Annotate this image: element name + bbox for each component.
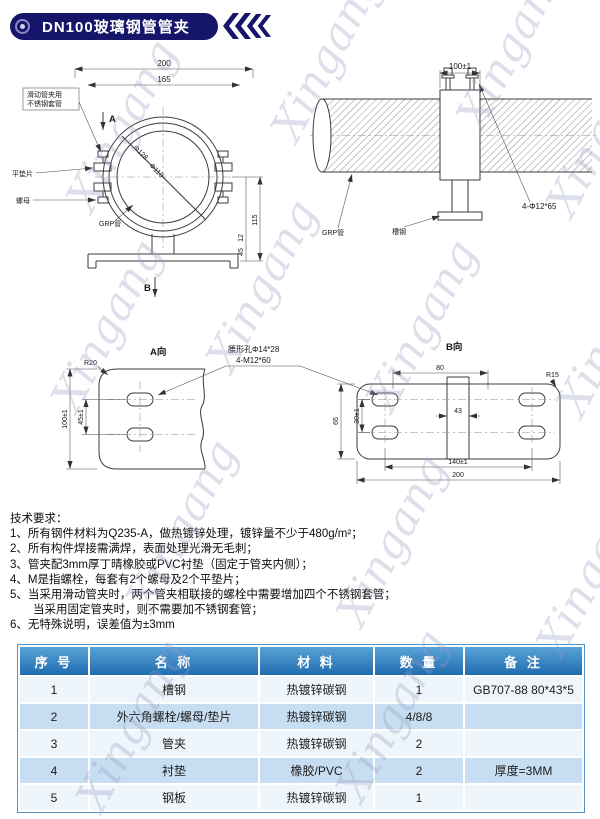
dim-r15: R15 xyxy=(546,372,559,379)
tech-requirements: 技术要求： 1、所有钢件材料为Q235-A，做热镀锌处理，镀锌量不少于480g/… xyxy=(10,512,396,634)
callout-sleeve-line1: 滑动管夹用 xyxy=(27,90,62,99)
col-header-qty: 数 量 xyxy=(373,645,465,677)
label-washer: 平垫片 xyxy=(12,169,33,178)
side-view-dimensions: 100±1 4-Φ12*65 GRP管 槽钢 xyxy=(322,62,557,237)
label-bolts: 4-Φ12*65 xyxy=(522,202,557,211)
cell-material: 热镀锌碳钢 xyxy=(258,675,375,704)
hole-note: 腰形孔Φ14*28 4-M12*60 xyxy=(157,345,379,396)
table-row: 4 衬垫 橡胶/PVC 2 厚度=3MM xyxy=(18,756,584,785)
dim-100-a: 100±1 xyxy=(62,409,69,429)
section-arrow-a: A xyxy=(109,114,116,125)
cell-remark xyxy=(463,729,584,758)
cell-name: 槽钢 xyxy=(88,675,260,704)
header: DN100玻璃钢管管夹 xyxy=(10,13,281,40)
cell-material: 热镀锌碳钢 xyxy=(258,729,375,758)
page-title: DN100玻璃钢管管夹 xyxy=(42,19,190,36)
cell-seq: 1 xyxy=(18,675,90,704)
label-grp-pipe-side: GRP管 xyxy=(322,228,344,237)
cell-remark: 厚度=3MM xyxy=(463,756,584,785)
tech-item: 5、当采用滑动管夹时，两个管夹相联接的螺栓中需要增加四个不锈钢套管； xyxy=(10,589,396,602)
cell-qty: 2 xyxy=(373,729,465,758)
tech-item: 1、所有钢件材料为Q235-A，做热镀锌处理，镀锌量不少于480g/m²； xyxy=(10,528,363,541)
col-header-material: 材 料 xyxy=(258,645,375,677)
table-row: 3 管夹 热镀锌碳钢 2 xyxy=(18,729,584,758)
dim-165: 165 xyxy=(157,75,171,84)
cell-name: 外六角螺栓/螺母/垫片 xyxy=(88,702,260,731)
cell-name: 钢板 xyxy=(88,783,260,812)
cell-material: 热镀锌碳钢 xyxy=(258,783,375,812)
dim-80: 80 xyxy=(436,365,444,372)
col-header-seq: 序 号 xyxy=(18,645,90,677)
front-view-dimensions: 200 165 A B 滑动管夹用 不锈钢套管 平垫片 螺母 GRP管 Φ128… xyxy=(12,59,263,297)
tech-item-continuation: 当采用固定管夹时，则不需要加不锈钢套管； xyxy=(33,604,263,617)
dim-r20: R20 xyxy=(84,360,97,367)
label-grp-pipe-front: GRP管 xyxy=(99,219,121,228)
parts-table: 序 号 名 称 材 料 数 量 备 注 1 槽钢 热镀锌碳钢 1 GB707-8… xyxy=(18,645,584,812)
table-row: 2 外六角螺栓/螺母/垫片 热镀锌碳钢 4/8/8 xyxy=(18,702,584,731)
cell-seq: 3 xyxy=(18,729,90,758)
view-b: B向 xyxy=(356,341,561,460)
col-header-remark: 备 注 xyxy=(463,645,584,677)
technical-drawing: 200 165 A B 滑动管夹用 不锈钢套管 平垫片 螺母 GRP管 Φ128… xyxy=(12,59,598,484)
tech-item: 4、M是指螺栓，每套有2个螺母及2个平垫片； xyxy=(10,573,246,586)
logo-icon-dot xyxy=(20,24,25,29)
table-row: 1 槽钢 热镀锌碳钢 1 GB707-88 80*43*5 xyxy=(18,675,584,704)
tech-item: 2、所有构件焊接需满焊，表面处理光滑无毛刺； xyxy=(10,543,258,556)
view-a-title: A向 xyxy=(150,346,166,358)
callout-sleeve-line2: 不锈钢套管 xyxy=(27,99,62,108)
tech-item: 6、无特殊说明，误差值为±3mm xyxy=(10,619,175,632)
table-row: 5 钢板 热镀锌碳钢 1 xyxy=(18,783,584,812)
cell-qty: 2 xyxy=(373,756,465,785)
cell-qty: 4/8/8 xyxy=(373,702,465,731)
dim-12: 12 xyxy=(238,234,245,242)
cell-seq: 5 xyxy=(18,783,90,812)
dim-30: 30±1 xyxy=(354,408,361,424)
tech-title: 技术要求： xyxy=(10,513,68,525)
cell-remark xyxy=(463,702,584,731)
side-view xyxy=(310,67,598,221)
cell-name: 衬垫 xyxy=(88,756,260,785)
dim-45-a: 45±1 xyxy=(78,409,85,425)
dim-200-b: 200 xyxy=(452,472,464,479)
cell-qty: 1 xyxy=(373,675,465,704)
hole-note-line1: 腰形孔Φ14*28 xyxy=(228,345,280,354)
cell-name: 管夹 xyxy=(88,729,260,758)
logo-icon xyxy=(15,19,30,34)
front-view xyxy=(87,107,239,269)
label-nut: 螺母 xyxy=(16,196,30,205)
cell-remark: GB707-88 80*43*5 xyxy=(463,675,584,704)
cell-qty: 1 xyxy=(373,783,465,812)
cell-remark xyxy=(463,783,584,812)
header-chevrons-icon xyxy=(222,13,271,39)
label-channel: 槽钢 xyxy=(392,227,406,236)
cell-material: 橡胶/PVC xyxy=(258,756,375,785)
cell-seq: 2 xyxy=(18,702,90,731)
table-header-row: 序 号 名 称 材 料 数 量 备 注 xyxy=(18,645,584,677)
cell-material: 热镀锌碳钢 xyxy=(258,702,375,731)
view-a: A向 R20 100±1 45±1 xyxy=(62,346,206,470)
view-b-title: B向 xyxy=(446,341,462,353)
hole-note-line2: 4-M12*60 xyxy=(236,356,271,365)
dim-45: 45 xyxy=(238,248,245,256)
view-b-dimensions: 80 R15 65 30±1 43 140±1 200 xyxy=(333,365,561,484)
dim-65: 65 xyxy=(333,417,340,425)
title-banner: DN100玻璃钢管管夹 xyxy=(10,13,218,40)
cell-seq: 4 xyxy=(18,756,90,785)
dim-140: 140±1 xyxy=(448,459,468,466)
dim-100-side: 100±1 xyxy=(449,62,472,71)
parts-table-wrap: 序 号 名 称 材 料 数 量 备 注 1 槽钢 热镀锌碳钢 1 GB707-8… xyxy=(17,644,585,813)
dim-43: 43 xyxy=(454,408,462,415)
col-header-name: 名 称 xyxy=(88,645,260,677)
dim-115: 115 xyxy=(252,214,259,225)
dim-d128: Φ128 xyxy=(132,144,149,161)
tech-item: 3、管夹配3mm厚丁晴橡胶或PVC衬垫（固定于管夹内侧）； xyxy=(10,558,313,571)
dim-200: 200 xyxy=(157,59,171,68)
section-arrow-b: B xyxy=(144,283,151,294)
